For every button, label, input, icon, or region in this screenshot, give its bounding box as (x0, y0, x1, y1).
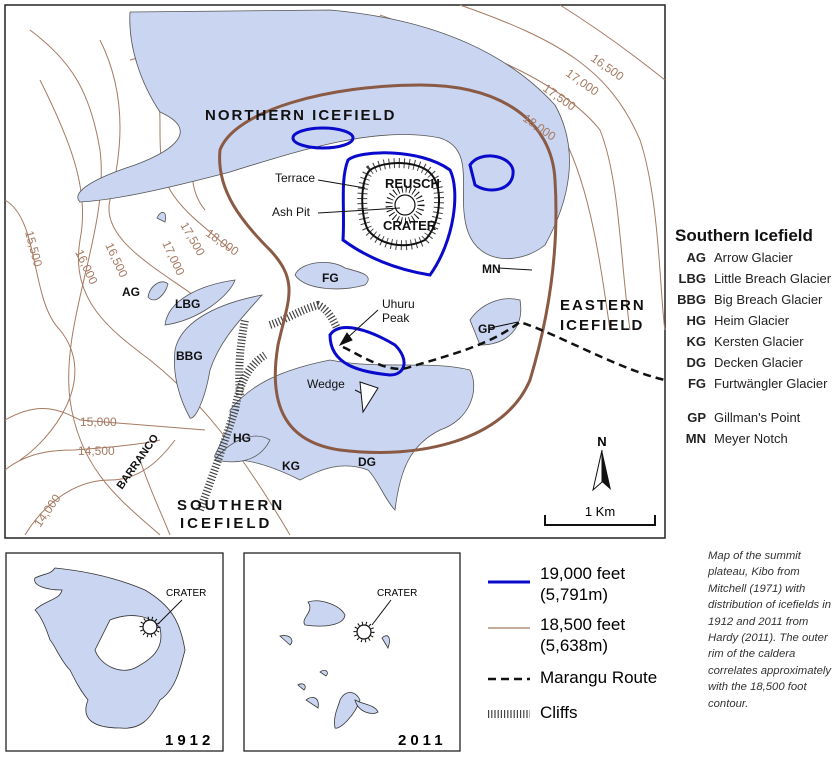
legend-cliffs: Cliffs (540, 703, 578, 722)
legend-title: Southern Icefield (675, 226, 813, 245)
inset-1912: CRATER 1912 (5, 552, 224, 752)
ice-east (469, 298, 522, 346)
label-peak: Peak (382, 311, 410, 325)
legend-route: Marangu Route (540, 668, 658, 687)
reusch-crater (357, 158, 444, 251)
label-fg: FG (322, 271, 339, 285)
svg-text:1 Km: 1 Km (585, 504, 615, 519)
ash-pit (394, 194, 416, 216)
label-wedge: Wedge (307, 377, 345, 391)
label-uhuru: Uhuru (382, 297, 415, 311)
label-reusch: REUSCH (385, 176, 440, 191)
svg-text:CRATER: CRATER (377, 588, 417, 599)
label-crater: CRATER (383, 218, 437, 233)
label-southern: SOUTHERN (177, 497, 285, 514)
ice-lbg (164, 279, 236, 326)
ice-ag (147, 281, 169, 301)
svg-text:1912: 1912 (165, 732, 214, 749)
label-terrace: Terrace (275, 171, 315, 185)
label-ash-pit: Ash Pit (272, 205, 311, 219)
ice-small-1 (156, 212, 167, 223)
marangu-route (342, 320, 666, 382)
label-hg: HG (233, 431, 251, 445)
inset-2011: CRATER 2011 (243, 552, 461, 752)
cliffs (196, 300, 342, 512)
northern-icefield (77, 9, 570, 260)
label-northern-icefield: NORTHERN ICEFIELD (205, 107, 397, 124)
label-bbg: BBG (176, 349, 203, 363)
north-arrow: N (592, 434, 611, 492)
label-eastern-2: ICEFIELD (560, 317, 644, 334)
annotation-arrows (317, 179, 533, 414)
label-ag: AG (122, 285, 140, 299)
svg-text:N: N (597, 434, 606, 449)
label-dg: DG (358, 455, 376, 469)
scale-bar: 1 Km (544, 504, 656, 526)
svg-text:15,000: 15,000 (80, 415, 117, 429)
svg-text:14,500: 14,500 (78, 444, 115, 458)
ice-fg (294, 261, 369, 290)
icefields (77, 9, 570, 511)
svg-text:CRATER: CRATER (166, 588, 206, 599)
map-caption: Map of the summit plateau, Kibo from Mit… (708, 550, 832, 710)
label-lbg: LBG (175, 297, 200, 311)
ice-bbg (173, 294, 264, 419)
legend-18500: 18,500 feet(5,638m) (540, 615, 626, 655)
rim-contour-18500 (218, 83, 558, 454)
label-eastern: EASTERN (560, 297, 646, 314)
legend-19000: 19,000 feet(5,791m) (540, 564, 626, 604)
ice-hg (214, 435, 271, 463)
label-gp: GP (478, 322, 495, 336)
label-kg: KG (282, 459, 300, 473)
label-southern-2: ICEFIELD (180, 515, 272, 532)
label-mn: MN (482, 262, 501, 276)
svg-text:2011: 2011 (398, 732, 447, 749)
